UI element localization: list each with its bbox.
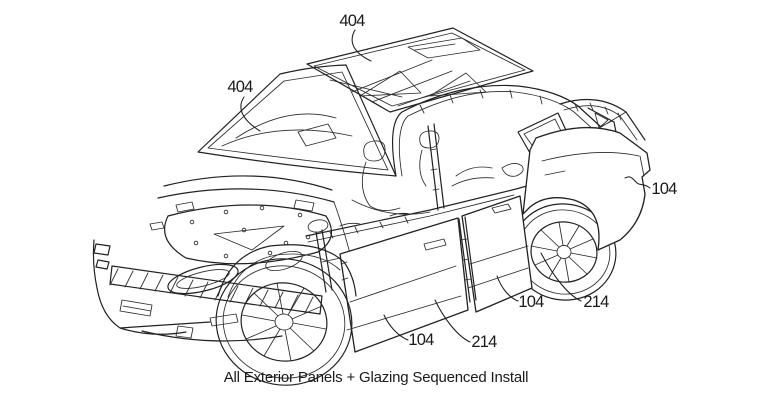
body-structure: [305, 59, 646, 293]
windshield: [197, 64, 397, 177]
bumper-beam: [109, 265, 323, 315]
roof-glass-panel: [306, 27, 534, 113]
headlight: [167, 263, 239, 295]
reference-annotations: 404 404 104 104 214 104 214: [227, 12, 678, 351]
leader-front-door-mount: [434, 299, 471, 343]
front-structure: [92, 175, 353, 342]
ref-label-rear-door-panel: 104: [518, 293, 544, 311]
ref-label-rear-door-mount: 214: [583, 293, 609, 311]
ref-label-front-door-mount: 214: [471, 333, 497, 351]
fastener-dots: [189, 205, 311, 259]
ref-label-roof-glass: 404: [339, 12, 365, 30]
rear-door-handle: [491, 203, 512, 214]
ref-label-quarter-panel: 104: [651, 180, 677, 198]
leader-rear-door-panel: [496, 275, 519, 302]
front-wheel: [215, 244, 357, 386]
figure-caption: All Exterior Panels + Glazing Sequenced …: [224, 369, 529, 386]
front-door-handle: [423, 238, 447, 251]
rear-door-panel: [461, 195, 533, 313]
rear-quarter-panel: [522, 126, 651, 251]
ref-label-windshield: 404: [227, 78, 253, 96]
ref-label-front-door-panel: 104: [408, 331, 434, 349]
vehicle-line-drawing: [92, 27, 651, 386]
front-door-panel: [339, 217, 469, 353]
leader-roof-glass: [351, 29, 372, 62]
door-mount-pillar: [458, 216, 477, 303]
leader-windshield: [240, 96, 261, 132]
leader-rear-door-mount: [540, 252, 582, 302]
leader-quarter-panel: [624, 176, 651, 189]
leader-front-door-panel: [383, 314, 409, 341]
